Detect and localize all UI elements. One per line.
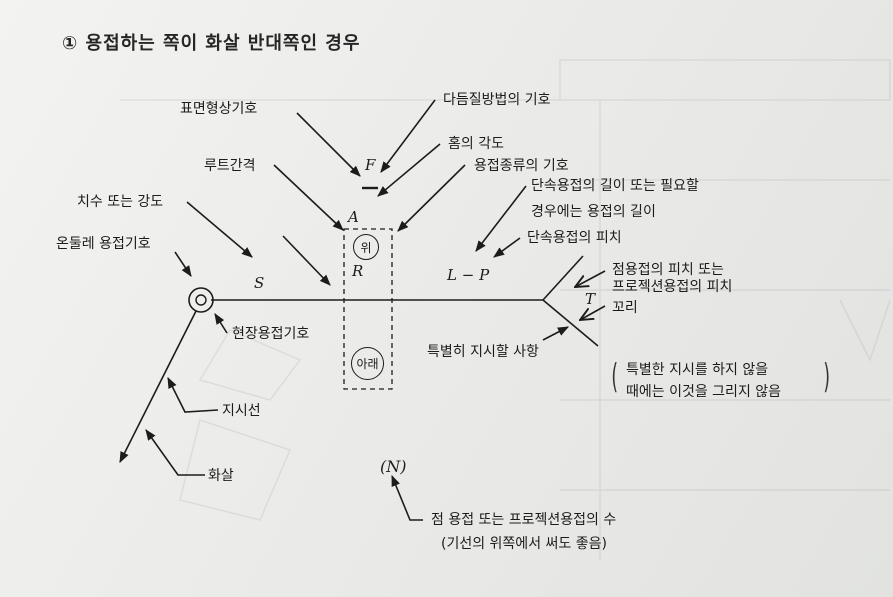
- label-spot-pitch-1: 점용접의 피치 또는: [612, 262, 724, 278]
- label-groove-angle: 홈의 각도: [448, 136, 504, 152]
- upper-side-marker: 위: [353, 234, 379, 260]
- label-weld-type: 용접종류의 기호: [474, 158, 569, 174]
- section-title: ① 용접하는 쪽이 화살 반대쪽인 경우: [62, 33, 361, 54]
- tail-upper: [542, 255, 584, 301]
- symbol-count: (N): [380, 457, 407, 476]
- right-parenthesis: ): [823, 357, 830, 397]
- symbol-groove-angle: A: [348, 208, 359, 226]
- label-intermittent-length-1: 단속용접의 길이 또는 필요할: [531, 178, 699, 194]
- label-dimension-strength: 치수 또는 강도: [77, 194, 164, 210]
- tail-lower: [542, 299, 599, 347]
- label-field-weld: 현장용접기호: [232, 326, 310, 342]
- symbol-root-gap: R: [352, 262, 364, 280]
- label-special-instruction: 특별히 지시할 사항: [427, 344, 539, 360]
- dashed-symbol-box: [343, 228, 393, 390]
- all-around-circle: [188, 287, 214, 313]
- label-surface-shape: 표면형상기호: [180, 101, 258, 117]
- label-leader-line: 지시선: [222, 403, 261, 419]
- label-spot-count-1: 점 용접 또는 프로젝션용접의 수: [431, 512, 617, 528]
- label-no-special-2: 때에는 이것을 그리지 않음: [626, 384, 782, 400]
- label-spot-pitch-2: 프로젝션용접의 피치: [612, 279, 733, 295]
- label-arrow: 화살: [208, 468, 234, 484]
- label-no-special-1: 특별한 지시를 하지 않을: [626, 362, 769, 378]
- label-spot-count-2: (기선의 위쪽에서 써도 좋음): [441, 536, 607, 552]
- symbol-tail-text: T: [585, 290, 596, 308]
- lower-side-marker: 아래: [351, 347, 384, 380]
- symbol-length-pitch: L − P: [447, 266, 490, 284]
- label-finishing-method: 다듬질방법의 기호: [443, 92, 551, 108]
- label-intermittent-pitch: 단속용접의 피치: [527, 230, 622, 246]
- symbol-size: S: [254, 274, 265, 292]
- label-intermittent-length-2: 경우에는 용접의 길이: [531, 204, 656, 220]
- symbol-finish: F: [365, 156, 376, 174]
- label-all-around-weld: 온둘레 용접기호: [56, 236, 151, 252]
- arrow-line: [119, 310, 197, 464]
- label-root-gap: 루트간격: [204, 158, 256, 174]
- left-parenthesis: (: [611, 357, 618, 397]
- label-tail: 꼬리: [612, 300, 638, 316]
